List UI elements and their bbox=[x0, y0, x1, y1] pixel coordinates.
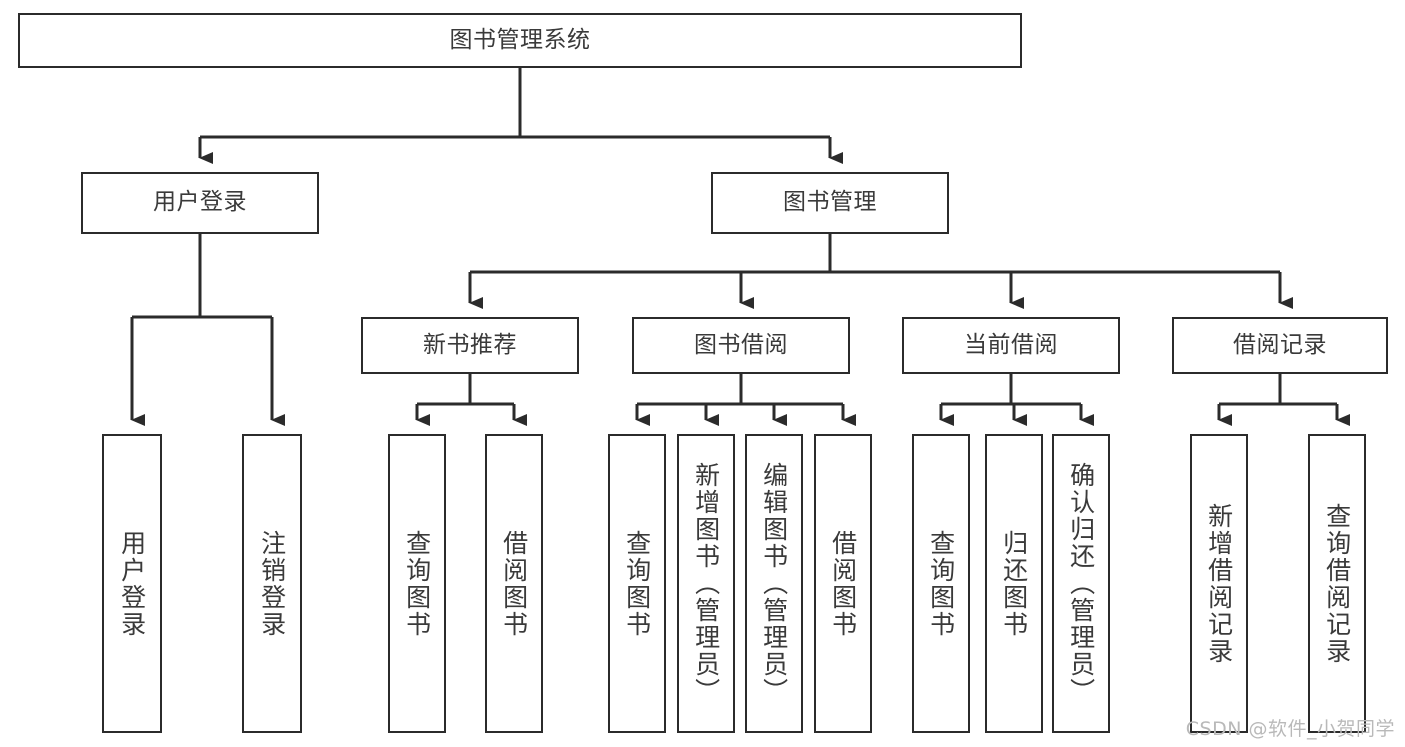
node-leaf-borrow-book-1[interactable]: 借阅图书 bbox=[485, 434, 543, 733]
node-leaf-add-book-label: 新增图书（管理员） bbox=[691, 462, 721, 705]
watermark: CSDN @软件_小贺同学 bbox=[1185, 718, 1395, 740]
node-leaf-confirm-return[interactable]: 确认归还（管理员） bbox=[1052, 434, 1110, 733]
node-book-manage[interactable]: 图书管理 bbox=[711, 172, 949, 234]
node-root[interactable]: 图书管理系统 bbox=[18, 13, 1022, 68]
node-leaf-add-record-label: 新增借阅记录 bbox=[1204, 502, 1234, 665]
node-borrow-record[interactable]: 借阅记录 bbox=[1172, 317, 1388, 374]
node-leaf-edit-book-label: 编辑图书（管理员） bbox=[759, 462, 789, 705]
node-new-book-recommend[interactable]: 新书推荐 bbox=[361, 317, 579, 374]
node-book-manage-label: 图书管理 bbox=[783, 189, 877, 216]
node-leaf-query-book-2-label: 查询图书 bbox=[622, 529, 652, 638]
node-book-borrow[interactable]: 图书借阅 bbox=[632, 317, 850, 374]
node-user-login[interactable]: 用户登录 bbox=[81, 172, 319, 234]
node-leaf-add-record[interactable]: 新增借阅记录 bbox=[1190, 434, 1248, 733]
node-root-label: 图书管理系统 bbox=[449, 26, 591, 53]
node-leaf-user-login[interactable]: 用户登录 bbox=[102, 434, 162, 733]
node-leaf-return-book[interactable]: 归还图书 bbox=[985, 434, 1043, 733]
node-leaf-borrow-book-1-label: 借阅图书 bbox=[499, 529, 529, 638]
node-leaf-user-login-label: 用户登录 bbox=[117, 529, 147, 638]
node-leaf-add-book[interactable]: 新增图书（管理员） bbox=[677, 434, 735, 733]
node-leaf-user-logout-label: 注销登录 bbox=[257, 529, 287, 638]
node-leaf-query-book-3[interactable]: 查询图书 bbox=[912, 434, 970, 733]
node-leaf-query-book-1[interactable]: 查询图书 bbox=[388, 434, 446, 733]
node-leaf-borrow-book-2[interactable]: 借阅图书 bbox=[814, 434, 872, 733]
node-leaf-confirm-return-label: 确认归还（管理员） bbox=[1066, 462, 1096, 705]
node-book-borrow-label: 图书借阅 bbox=[694, 331, 788, 358]
node-borrow-record-label: 借阅记录 bbox=[1233, 331, 1327, 358]
node-current-borrow-label: 当前借阅 bbox=[964, 331, 1058, 358]
node-leaf-query-record-label: 查询借阅记录 bbox=[1322, 502, 1352, 665]
node-leaf-query-book-2[interactable]: 查询图书 bbox=[608, 434, 666, 733]
node-leaf-edit-book[interactable]: 编辑图书（管理员） bbox=[745, 434, 803, 733]
node-leaf-query-book-1-label: 查询图书 bbox=[402, 529, 432, 638]
node-leaf-query-book-3-label: 查询图书 bbox=[926, 529, 956, 638]
node-leaf-return-book-label: 归还图书 bbox=[999, 529, 1029, 638]
node-leaf-user-logout[interactable]: 注销登录 bbox=[242, 434, 302, 733]
node-current-borrow[interactable]: 当前借阅 bbox=[902, 317, 1120, 374]
node-user-login-label: 用户登录 bbox=[153, 189, 247, 216]
node-leaf-query-record[interactable]: 查询借阅记录 bbox=[1308, 434, 1366, 733]
node-leaf-borrow-book-2-label: 借阅图书 bbox=[828, 529, 858, 638]
node-new-book-recommend-label: 新书推荐 bbox=[423, 331, 517, 358]
